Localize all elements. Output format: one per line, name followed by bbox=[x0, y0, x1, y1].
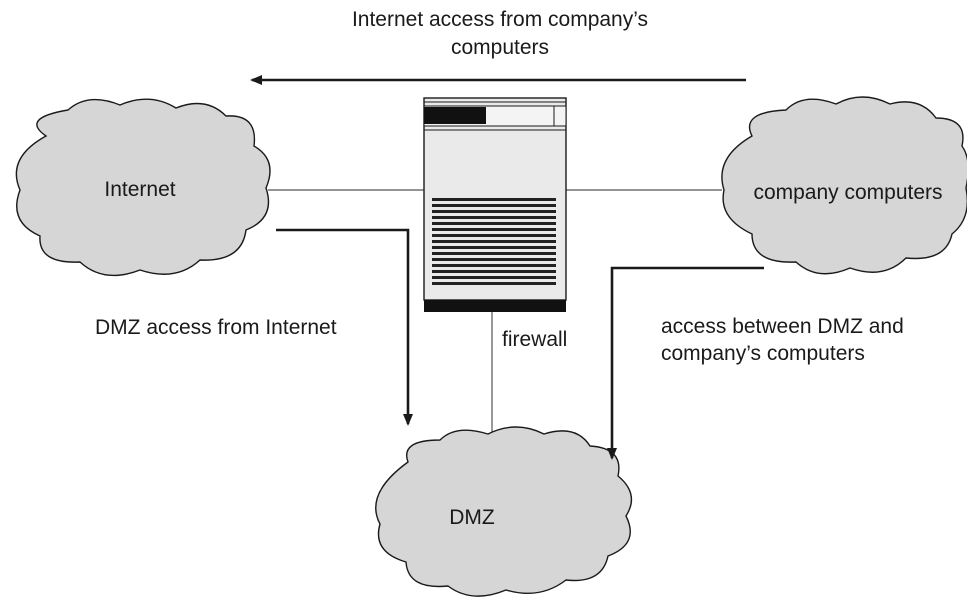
arrow-company-to-dmz bbox=[607, 266, 764, 460]
internet-cloud bbox=[15, 98, 271, 277]
top-arrow-label-line-1: Internet access from company’s bbox=[351, 8, 649, 31]
dmz-access-label: DMZ access from Internet bbox=[95, 316, 337, 339]
arrow-internet-to-dmz bbox=[276, 228, 413, 426]
company-cloud bbox=[721, 96, 967, 275]
firewall-server-icon bbox=[423, 97, 567, 312]
dmz-cloud bbox=[375, 426, 633, 597]
company-computers-label: company computers bbox=[753, 181, 943, 204]
between-label-line-2: company’s computers bbox=[661, 342, 865, 365]
internet-label: Internet bbox=[104, 178, 176, 201]
dmz-label: DMZ bbox=[449, 506, 495, 529]
firewall-label: firewall bbox=[502, 328, 568, 351]
between-label-line-1: access between DMZ and bbox=[661, 315, 904, 338]
top-arrow-label-line-2: computers bbox=[450, 36, 550, 59]
